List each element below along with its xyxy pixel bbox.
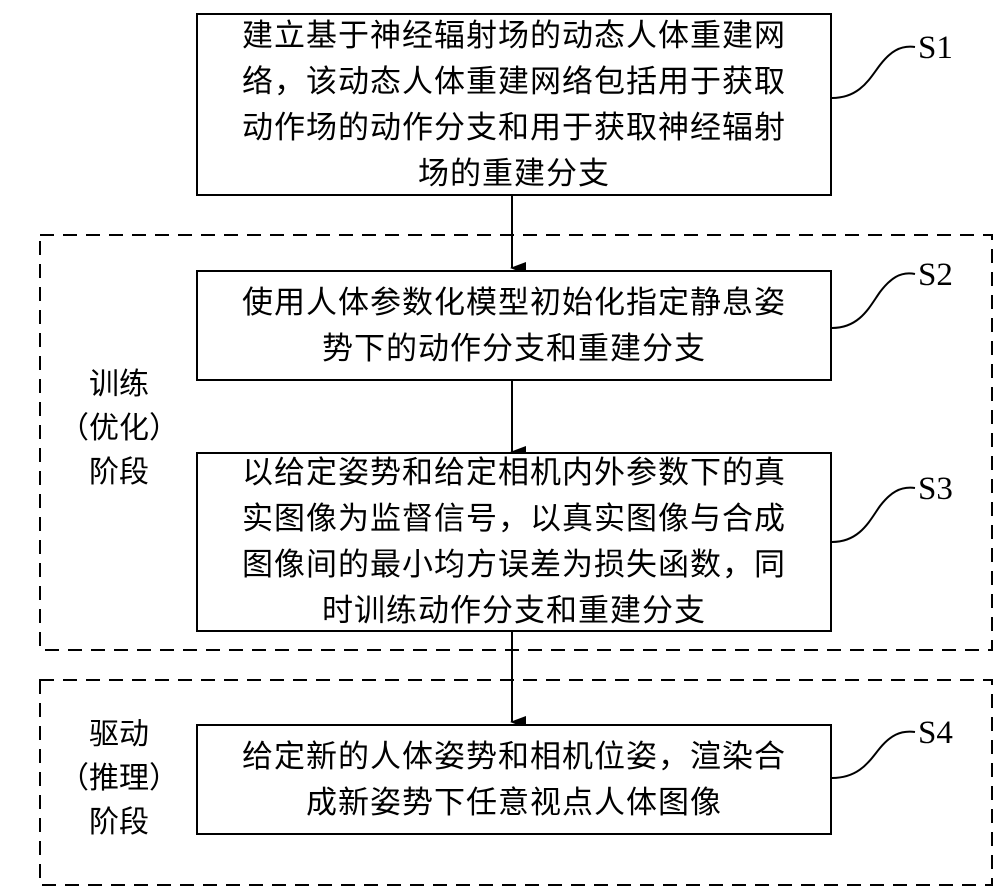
leader-line-s1 — [831, 45, 916, 99]
phase-label-driving: 驱动 （推理） 阶段 — [44, 713, 194, 845]
leader-line-s2 — [831, 272, 916, 329]
step-s4-line: 给定新的人体姿势和相机位姿，渲染合 — [242, 738, 786, 775]
phase-label-training: 训练 （优化） 阶段 — [44, 363, 194, 495]
step-s1-line: 络，该动态人体重建网络包括用于获取 — [242, 63, 786, 100]
step-s1-line: 建立基于神经辐射场的动态人体重建网 — [242, 17, 786, 54]
step-box-s1: 建立基于神经辐射场的动态人体重建网 络，该动态人体重建网络包括用于获取 动作场的… — [196, 13, 832, 196]
step-text-s4: 给定新的人体姿势和相机位姿，渲染合 成新姿势下任意视点人体图像 — [206, 734, 822, 826]
step-s3-line: 实图像为监督信号，以真实图像与合成 — [242, 501, 786, 537]
phase-driving-line: 阶段 — [89, 805, 149, 840]
leader-line-s3 — [831, 486, 916, 543]
step-label-s2: S2 — [918, 257, 953, 293]
step-s3-line: 时训练动作分支和重建分支 — [322, 593, 706, 629]
leader-line-s4 — [831, 730, 916, 779]
step-s3-line: 图像间的最小均方误差为损失函数，同 — [242, 547, 786, 583]
step-label-s3: S3 — [918, 471, 953, 507]
step-s1-line: 场的重建分支 — [418, 155, 610, 192]
phase-driving-line: 驱动 — [89, 717, 149, 752]
phase-training-line: 训练 — [89, 367, 149, 402]
step-s2-line: 势下的动作分支和重建分支 — [322, 330, 706, 367]
step-box-s3: 以给定姿势和给定相机内外参数下的真 实图像为监督信号，以真实图像与合成 图像间的… — [196, 452, 832, 632]
step-box-s2: 使用人体参数化模型初始化指定静息姿 势下的动作分支和重建分支 — [196, 270, 832, 381]
step-s2-line: 使用人体参数化模型初始化指定静息姿 — [242, 284, 786, 321]
step-label-s1: S1 — [918, 30, 953, 66]
step-text-s2: 使用人体参数化模型初始化指定静息姿 势下的动作分支和重建分支 — [206, 280, 822, 372]
step-text-s1: 建立基于神经辐射场的动态人体重建网 络，该动态人体重建网络包括用于获取 动作场的… — [206, 13, 822, 197]
phase-training-line: 阶段 — [89, 455, 149, 490]
step-label-s4: S4 — [918, 715, 953, 751]
step-s3-line: 以给定姿势和给定相机内外参数下的真 — [242, 455, 786, 491]
step-s4-line: 成新姿势下任意视点人体图像 — [306, 784, 722, 821]
step-s1-line: 动作场的动作分支和用于获取神经辐射 — [242, 109, 786, 146]
step-text-s3: 以给定姿势和给定相机内外参数下的真 实图像为监督信号，以真实图像与合成 图像间的… — [206, 450, 822, 634]
phase-training-line: （优化） — [59, 411, 179, 446]
step-box-s4: 给定新的人体姿势和相机位姿，渲染合 成新姿势下任意视点人体图像 — [196, 724, 832, 835]
phase-driving-line: （推理） — [59, 761, 179, 796]
